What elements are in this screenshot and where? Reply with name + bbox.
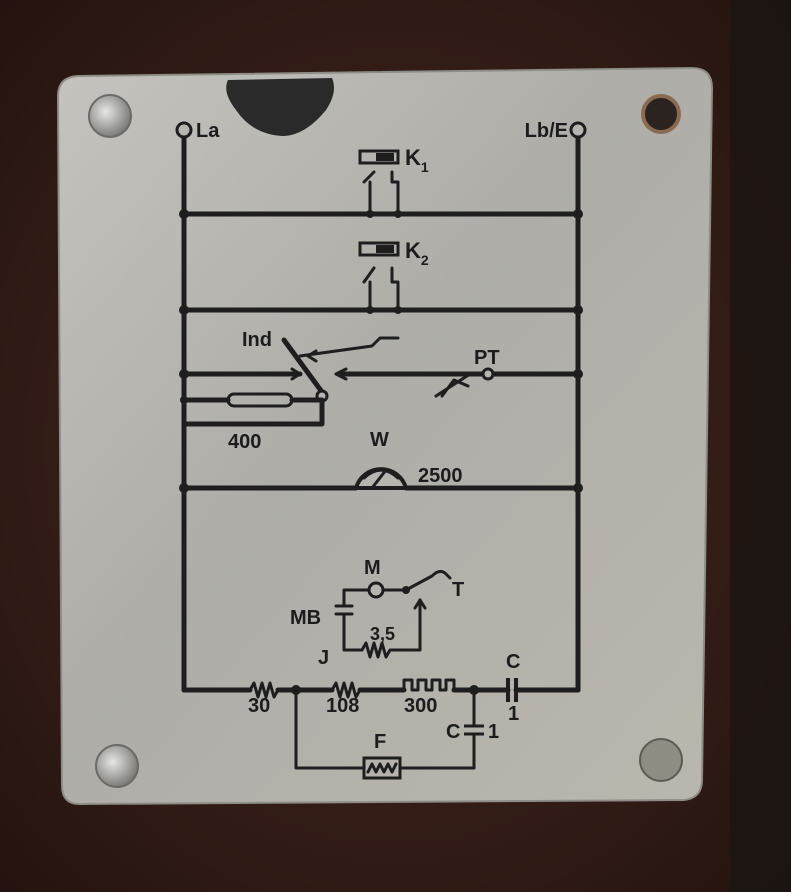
bottom-r1-value: 30 [248,695,270,717]
terminal-la-label: La [196,120,220,142]
capacitor-c2-label: C [446,721,460,743]
screw-top-left [88,94,132,138]
motor-mb-label: MB [290,607,321,629]
indicator-value: 400 [228,431,261,453]
bottom-r2-value: 108 [326,695,359,717]
metal-plate [56,66,714,806]
indicator-label: Ind [242,329,272,351]
capacitor-c2-value: 1 [488,721,499,743]
terminal-lbe-label: Lb/E [525,120,568,142]
wattmeter-value: 2500 [418,465,463,487]
bottom-series-line [181,678,581,780]
motor-block [334,569,452,659]
indicator-switch-branch [179,336,583,427]
mounting-tab [226,78,334,136]
screw-bottom-left [95,744,139,788]
bottom-r3-value: 300 [404,695,437,717]
fuse-f-label: F [374,731,386,753]
relay-k1-label: K1 [405,145,429,175]
screw-top-right [641,94,681,134]
relay-k2 [179,241,583,315]
motor-resistor-value: 3,5 [370,624,395,644]
capacitor-c-value: 1 [508,703,519,725]
left-terminal [175,121,193,139]
motor-t-label: T [452,579,464,601]
push-button-label: PT [474,347,500,369]
relay-k2-label: K2 [405,238,429,268]
relay-k1 [179,149,583,219]
right-terminal [569,121,587,139]
right-edge-shadow [730,0,791,892]
motor-m-label: M [364,557,381,579]
wattmeter-branch [179,467,583,493]
capacitor-c-label: C [506,651,520,673]
motor-j-label: J [318,647,329,669]
wattmeter-label: W [370,429,389,451]
screw-bottom-right [639,738,683,782]
